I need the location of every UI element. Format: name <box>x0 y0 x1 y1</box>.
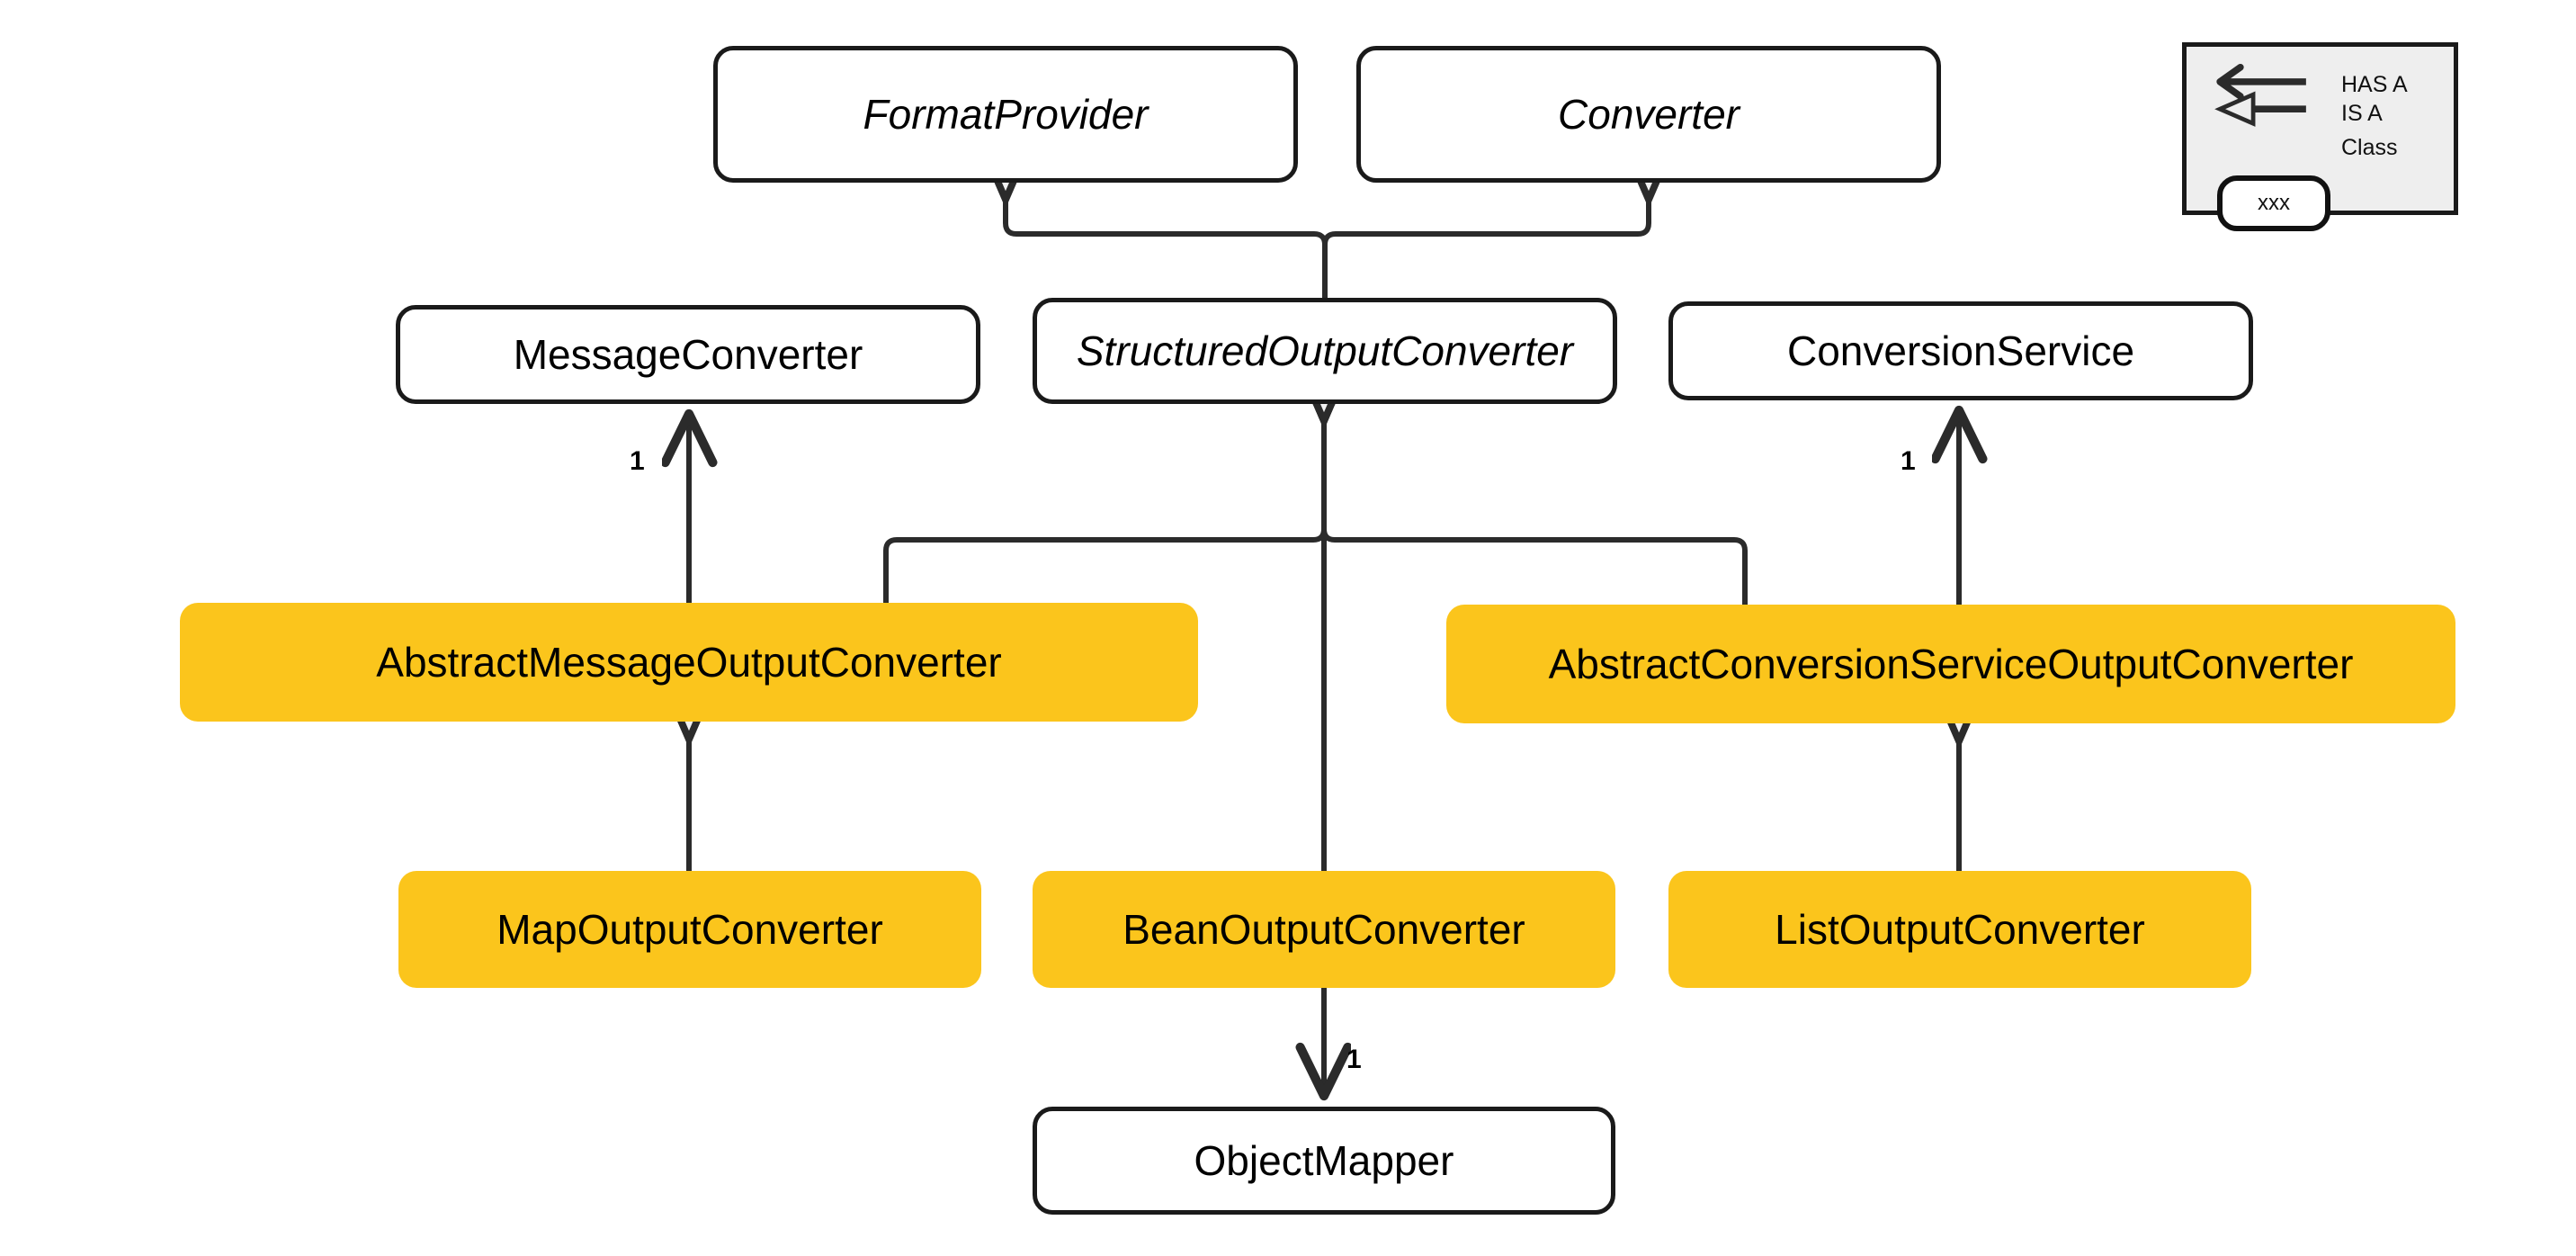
edge-soc-isa-converter <box>1322 200 1649 298</box>
class-node-label: AbstractConversionServiceOutputConverter <box>1548 640 2354 687</box>
class-node-object-mapper[interactable]: ObjectMapper <box>1033 1107 1615 1215</box>
edge-acsoc-isa-soc <box>1324 421 1748 605</box>
class-node-conversion-service[interactable]: ConversionService <box>1668 301 2253 400</box>
legend-panel: HAS A IS A xxx Class <box>2182 42 2458 231</box>
class-node-map-output-converter[interactable]: MapOutputConverter <box>398 871 981 988</box>
class-node-label: MapOutputConverter <box>496 905 883 953</box>
multiplicity-label-conversion-service: 1 <box>1901 446 1916 476</box>
class-node-label: MessageConverter <box>513 330 863 378</box>
legend-symbols <box>2214 63 2306 127</box>
class-node-converter[interactable]: Converter <box>1356 46 1941 183</box>
class-node-label: Converter <box>1558 90 1740 138</box>
legend-class-sample-box: xxx <box>2217 175 2330 231</box>
multiplicity-label-message-converter: 1 <box>630 446 645 476</box>
class-node-format-provider[interactable]: FormatProvider <box>713 46 1298 183</box>
class-node-label: StructuredOutputConverter <box>1076 327 1574 374</box>
edge-amoc-isa-soc <box>883 421 1324 603</box>
class-node-label: FormatProvider <box>863 90 1149 138</box>
class-node-label: ListOutputConverter <box>1775 905 2145 953</box>
legend-label-has-a: HAS A <box>2341 72 2408 97</box>
class-node-label: ObjectMapper <box>1194 1136 1454 1184</box>
class-node-label: BeanOutputConverter <box>1123 905 1525 953</box>
class-node-label: ConversionService <box>1786 327 2135 374</box>
multiplicity-label-object-mapper: 1 <box>1346 1045 1362 1074</box>
class-node-bean-output-converter[interactable]: BeanOutputConverter <box>1033 871 1615 988</box>
legend-label-class: Class <box>2341 135 2398 160</box>
class-node-structured-output-converter[interactable]: StructuredOutputConverter <box>1033 298 1617 404</box>
class-node-abstract-conversion-service-output-converter[interactable]: AbstractConversionServiceOutputConverter <box>1446 605 2455 723</box>
class-node-message-converter[interactable]: MessageConverter <box>396 305 980 404</box>
legend-label-is-a: IS A <box>2341 101 2383 126</box>
class-node-label: AbstractMessageOutputConverter <box>376 638 1002 686</box>
legend-class-sample-label: xxx <box>2258 191 2290 215</box>
class-node-abstract-message-output-converter[interactable]: AbstractMessageOutputConverter <box>180 603 1198 722</box>
edge-soc-isa-formatprovider <box>1006 200 1328 298</box>
class-node-list-output-converter[interactable]: ListOutputConverter <box>1668 871 2251 988</box>
